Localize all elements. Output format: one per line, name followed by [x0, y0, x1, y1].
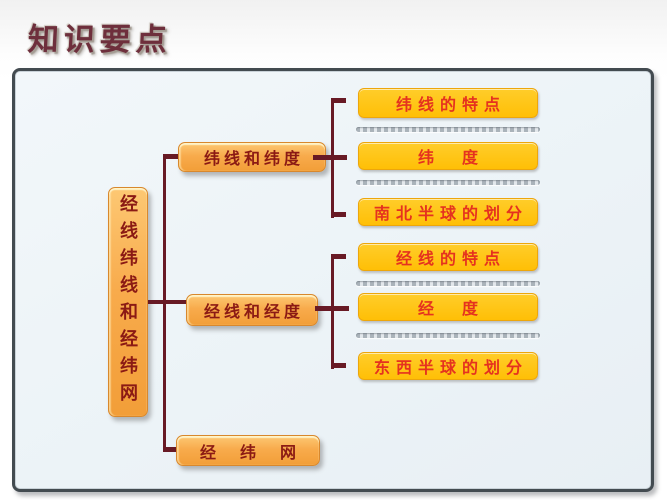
diagram-frame: 经线纬线和经纬网 纬线和纬度 经线和经度 经 纬 网 纬线的特点 纬 度 南北半… — [12, 68, 654, 492]
page-title: 知识要点 — [26, 22, 173, 57]
leaf-label: 东西半球的划分 — [373, 360, 528, 377]
branch-box-weixian-weidu: 纬线和纬度 — [178, 142, 326, 172]
leaf-label: 纬 度 — [417, 150, 484, 167]
leaf-box-weidu: 纬 度 — [358, 142, 538, 170]
leaf-label: 经 度 — [417, 301, 484, 318]
separator-chain — [356, 180, 540, 185]
separator-chain — [356, 281, 540, 286]
bracket1-mid-tick — [313, 155, 347, 160]
main-bracket-mid-connector — [148, 300, 187, 304]
root-topic-box: 经线纬线和经纬网 — [108, 187, 148, 417]
branch-label: 经 纬 网 — [199, 444, 300, 462]
leaf-box-weixian-tedian: 纬线的特点 — [358, 88, 538, 118]
leaf-box-dongxi-banqiu: 东西半球的划分 — [358, 352, 538, 380]
bracket1-bottom-tick — [331, 212, 346, 217]
leaf-box-nanbei-banqiu: 南北半球的划分 — [358, 198, 538, 226]
bracket2-top-tick — [331, 254, 346, 259]
leaf-label: 南北半球的划分 — [373, 206, 528, 223]
root-topic-label: 经线纬线和经纬网 — [118, 194, 138, 410]
branch-label: 经线和经度 — [203, 304, 304, 321]
bracket2-bottom-tick — [331, 363, 346, 368]
main-bracket-top-tick — [163, 154, 179, 159]
main-bracket-bottom-tick — [163, 447, 179, 452]
bracket2-mid-tick — [315, 306, 349, 311]
branch-box-jingweiwang: 经 纬 网 — [176, 435, 320, 466]
leaf-label: 经线的特点 — [395, 251, 506, 268]
branch-label: 纬线和纬度 — [203, 151, 304, 168]
bracket1-top-tick — [331, 98, 346, 103]
leaf-box-jingxian-tedian: 经线的特点 — [358, 243, 538, 271]
bracket2-line — [331, 254, 334, 369]
branch-box-jingxian-jingdu: 经线和经度 — [186, 294, 318, 326]
separator-chain — [356, 127, 540, 132]
leaf-label: 纬线的特点 — [395, 97, 506, 114]
separator-chain — [356, 333, 540, 338]
leaf-box-jingdu: 经 度 — [358, 293, 538, 321]
